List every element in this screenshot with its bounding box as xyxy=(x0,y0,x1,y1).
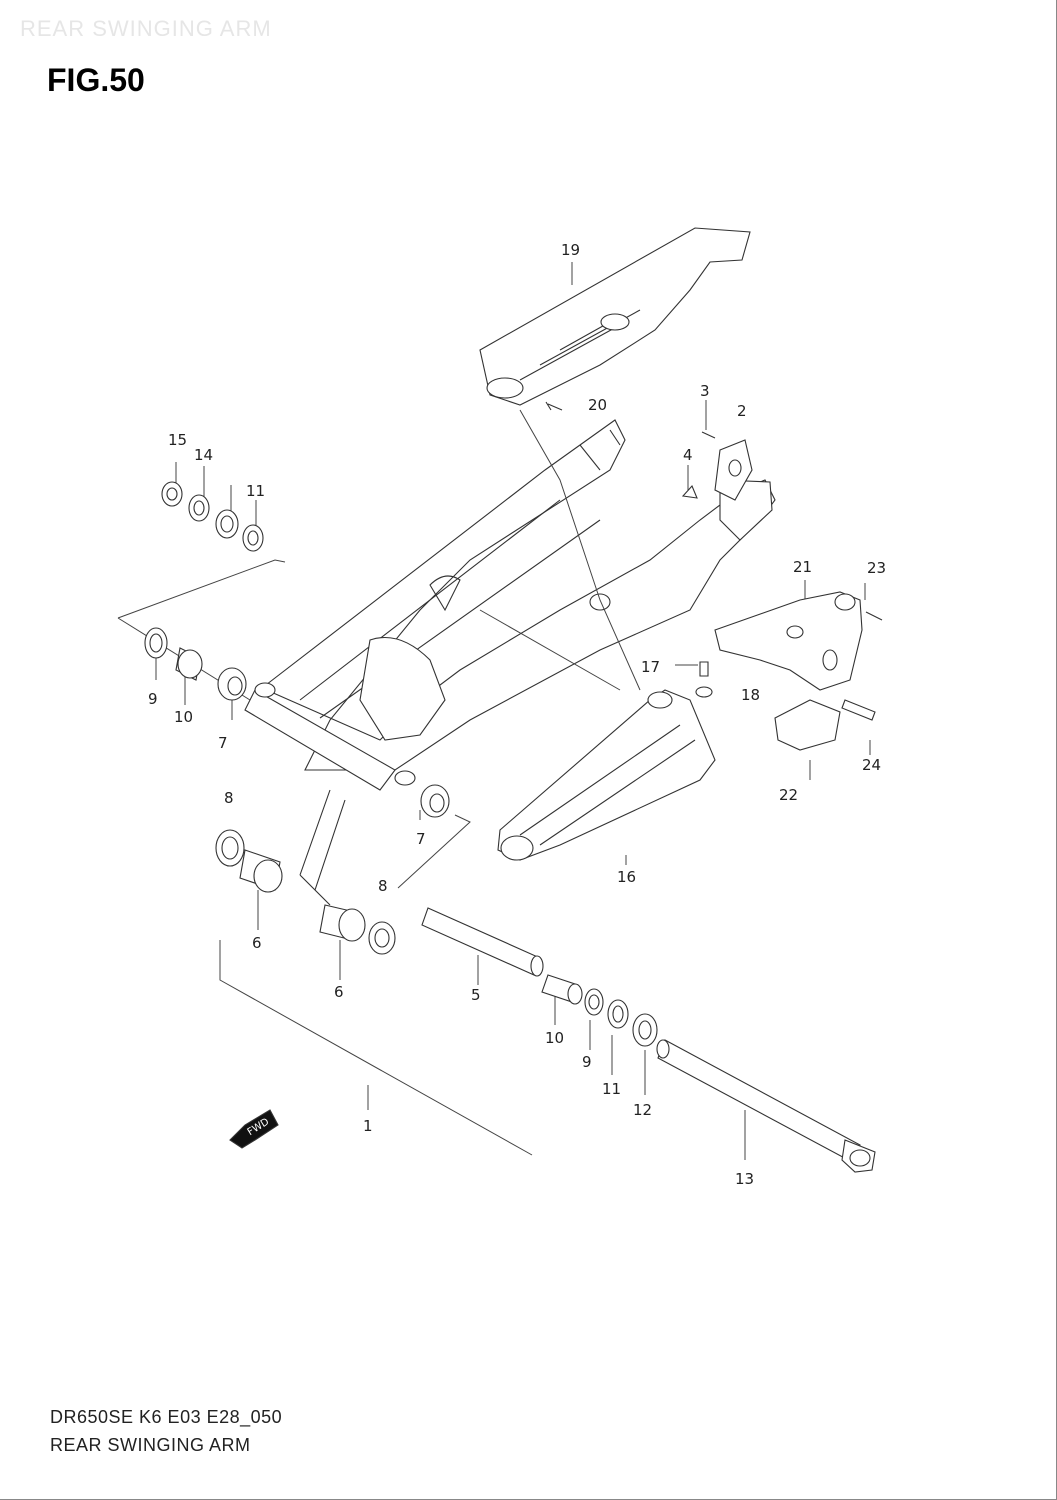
footer-title: REAR SWINGING ARM xyxy=(50,1435,251,1455)
header-ghost-title: REAR SWINGING ARM xyxy=(20,16,272,41)
callout-24: 24 xyxy=(862,756,881,774)
callout-6: 6 xyxy=(334,983,344,1001)
fwd-direction-badge: FWD xyxy=(229,1109,279,1149)
washer-part-11-right[interactable] xyxy=(607,999,629,1029)
spacer-part-5[interactable] xyxy=(421,907,544,977)
washer-part-11[interactable] xyxy=(242,524,264,552)
callout-7: 7 xyxy=(218,734,228,752)
callout-18: 18 xyxy=(741,686,760,704)
callout-1: 1 xyxy=(363,1117,373,1135)
seal-part-9-right[interactable] xyxy=(584,988,604,1016)
bracket-part-2[interactable] xyxy=(714,439,753,501)
bearing-part-6-left[interactable] xyxy=(239,849,283,893)
bolt-part-17[interactable] xyxy=(695,661,713,698)
callout-11: 11 xyxy=(602,1080,621,1098)
callout-11: 11 xyxy=(246,482,265,500)
callout-7: 7 xyxy=(416,830,426,848)
drawing-code: DR650SE K6 E03 E28_050 xyxy=(50,1407,283,1427)
bolt-part-23[interactable] xyxy=(865,611,883,621)
callout-9: 9 xyxy=(582,1053,592,1071)
seal-part-8-right[interactable] xyxy=(368,921,396,955)
pad-part-22[interactable] xyxy=(774,699,841,751)
chain-guide-part[interactable] xyxy=(479,227,751,406)
callout-23: 23 xyxy=(867,559,886,577)
callout-2: 2 xyxy=(737,402,747,420)
callout-13: 13 xyxy=(735,1170,754,1188)
callout-21: 21 xyxy=(793,558,812,576)
callout-10: 10 xyxy=(174,708,193,726)
callout-8: 8 xyxy=(378,877,388,895)
callout-4: 4 xyxy=(683,446,693,464)
seal-part-8-left[interactable] xyxy=(215,829,245,867)
bolt-part-3[interactable] xyxy=(701,431,716,439)
callout-8: 8 xyxy=(224,789,234,807)
pin-part-24[interactable] xyxy=(841,699,876,721)
callout-12: 12 xyxy=(633,1101,652,1119)
callout-22: 22 xyxy=(779,786,798,804)
callout-9: 9 xyxy=(148,690,158,708)
bolt-part-20[interactable] xyxy=(545,401,563,411)
nut-part-4[interactable] xyxy=(681,484,698,499)
callout-14: 14 xyxy=(194,446,213,464)
callout-3: 3 xyxy=(700,382,710,400)
callout-5: 5 xyxy=(471,986,481,1004)
bracket-part-21[interactable] xyxy=(714,591,863,691)
callout-17: 17 xyxy=(641,658,660,676)
callout-16: 16 xyxy=(617,868,636,886)
callout-15: 15 xyxy=(168,431,187,449)
washer-part-14[interactable] xyxy=(188,494,210,522)
pivot-bolt-part-13[interactable] xyxy=(656,1039,876,1173)
spacer-part-10-right[interactable] xyxy=(541,974,583,1005)
washer-part-12-right[interactable] xyxy=(632,1013,658,1047)
bearing-part-7-left[interactable] xyxy=(217,667,247,701)
spacer-part-10-left[interactable] xyxy=(175,647,203,681)
nut-part-15[interactable] xyxy=(161,481,183,507)
callout-19: 19 xyxy=(561,241,580,259)
bearing-part-6-right[interactable] xyxy=(319,904,366,942)
chain-buffer-part-16[interactable] xyxy=(497,689,716,861)
washer-part-12[interactable] xyxy=(215,509,239,539)
callout-20: 20 xyxy=(588,396,607,414)
seal-part-9-left[interactable] xyxy=(144,627,168,659)
callout-10: 10 xyxy=(545,1029,564,1047)
bearing-part-7-right[interactable] xyxy=(420,784,450,818)
callout-6: 6 xyxy=(252,934,262,952)
figure-label: FIG.50 xyxy=(47,62,145,98)
